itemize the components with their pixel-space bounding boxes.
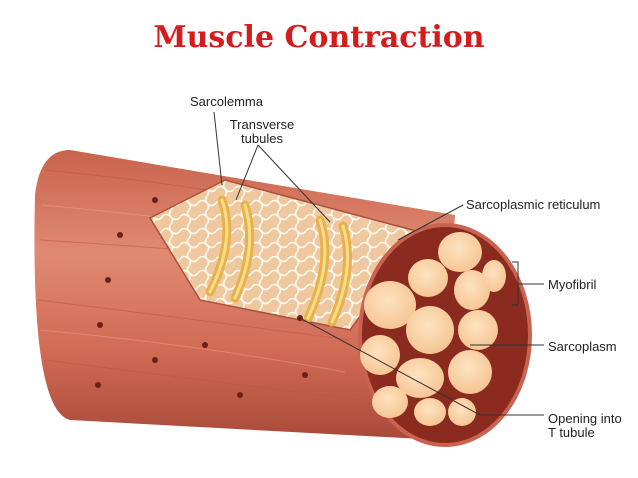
t-tubule-openings bbox=[95, 197, 308, 398]
transverse-tubules bbox=[205, 195, 353, 327]
label-sarcolemma: Sarcolemma bbox=[190, 94, 263, 109]
label-opening-line1: Opening into bbox=[548, 411, 622, 426]
label-transverse-tubules: Transverse tubules bbox=[222, 118, 302, 146]
label-sarcoplasmic-reticulum: Sarcoplasmic reticulum bbox=[466, 197, 601, 212]
myofibrils bbox=[360, 232, 506, 426]
diagram-title: Muscle Contraction bbox=[153, 20, 485, 55]
label-transverse-tubules-line1: Transverse bbox=[229, 117, 295, 132]
label-opening-into-t-tubule: Opening into T tubule bbox=[548, 412, 622, 440]
label-sarcoplasm: Sarcoplasm bbox=[548, 339, 617, 354]
label-opening-line2: T tubule bbox=[548, 425, 595, 440]
label-transverse-tubules-line2: tubules bbox=[241, 131, 283, 146]
leader-lines bbox=[213, 111, 544, 416]
label-myofibril: Myofibril bbox=[548, 277, 597, 292]
